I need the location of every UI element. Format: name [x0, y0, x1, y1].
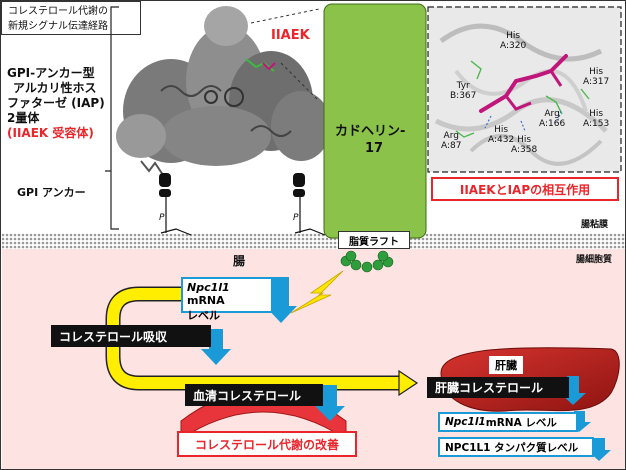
- liver-npc1l1-mrna-box: Npc1l1 mRNA レベル: [438, 412, 578, 432]
- gpi-anchor-left: [159, 173, 192, 236]
- gpi-anchor-label: GPI アンカー: [17, 186, 86, 199]
- enzyme-title-line-1: GPI-アンカー型: [7, 66, 95, 80]
- interaction-zoom-box: [427, 6, 622, 173]
- residue-arg-166: Arg A:166: [539, 109, 566, 130]
- intestine-npc1l1-box: Npc1l1 mRNA レベル: [181, 277, 273, 322]
- residue-his-432: His A:432: [488, 125, 515, 146]
- interaction-caption: IIAEKとIAPの相互作用: [431, 177, 619, 201]
- cell-membrane: [2, 233, 625, 249]
- iiaek-tag: IIAEK: [271, 28, 310, 43]
- residue-his-317: His A:317: [583, 67, 610, 88]
- enzyme-title-line-4: 2量体: [7, 111, 40, 125]
- residue-tyr-367: Tyr B:367: [450, 81, 477, 102]
- intestine-label: 腸: [233, 254, 246, 268]
- enzyme-title-line-3: ファターゼ (IAP): [7, 96, 105, 110]
- residue-his-358: His A:358: [511, 135, 538, 156]
- lipid-raft-beads: [340, 250, 394, 273]
- zoom-link: [250, 8, 320, 102]
- gpi-anchor-right: [293, 173, 326, 236]
- signal-lightning: [290, 270, 344, 314]
- phosphate-label-left: P: [159, 213, 165, 223]
- mucosa-label: 腸粘膜: [581, 220, 609, 230]
- cadherin-17-column: [323, 3, 427, 239]
- enzyme-title-line-5: (IIAEK 受容体): [7, 126, 94, 140]
- phosphate-label-right: P: [293, 213, 299, 223]
- cadherin-label-line-2: 17: [365, 141, 384, 156]
- cytoplasm-label: 腸細胞質: [576, 255, 613, 265]
- improvement-caption: コレステロール代謝の改善: [177, 431, 357, 457]
- cholesterol-absorption-box: コレステロール吸収: [51, 325, 211, 347]
- residue-his-153: His A:153: [583, 109, 610, 130]
- enzyme-bracket: [105, 6, 119, 230]
- liver-label: 肝臓: [489, 356, 523, 374]
- liver-cholesterol-box: 肝臓コレステロール: [427, 377, 569, 398]
- liver-npc1l1-protein-box: NPC1L1 タンパク質レベル: [438, 437, 594, 457]
- residue-arg-87: Arg A:87: [441, 131, 462, 152]
- lipid-raft-label: 脂質ラフト: [338, 231, 410, 249]
- cadherin-label-line-1: カドヘリン-: [335, 124, 406, 139]
- iap-protein-structure: [116, 6, 331, 176]
- serum-cholesterol-box: 血清コレステロール: [185, 384, 323, 406]
- enzyme-title-line-2: アルカリ性ホス: [13, 81, 97, 95]
- residue-his-320: His A:320: [500, 31, 527, 52]
